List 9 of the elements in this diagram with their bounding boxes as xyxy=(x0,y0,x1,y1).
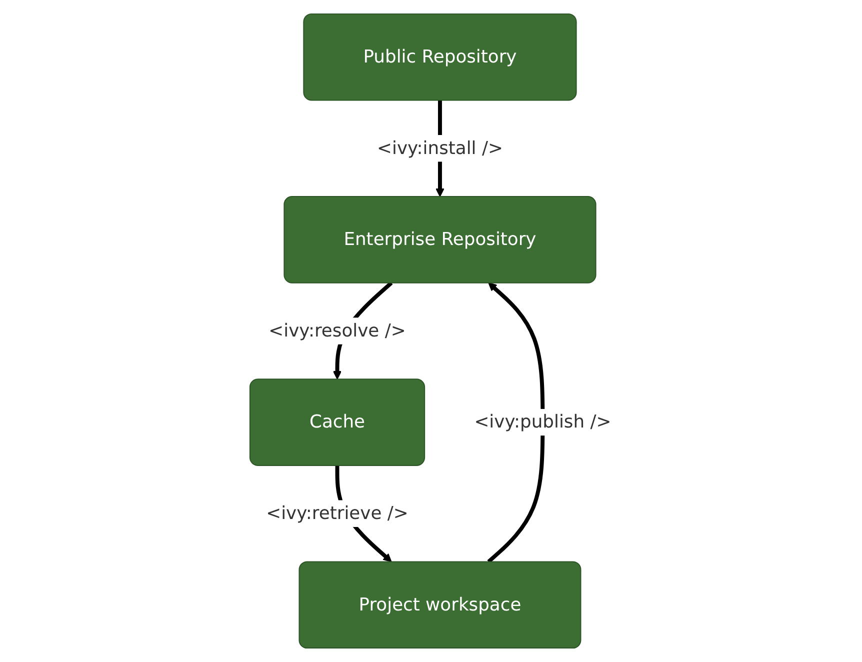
edge-label: <ivy:install /> xyxy=(377,138,504,159)
node-box: Enterprise Repository xyxy=(284,196,597,284)
node-box: Project workspace xyxy=(299,561,582,649)
edge-label: <ivy:resolve /> xyxy=(269,320,406,342)
node-box: Cache xyxy=(250,378,426,466)
arrow xyxy=(488,282,546,564)
node-box: Public Repository xyxy=(304,13,578,101)
edge-label: <ivy:publish /> xyxy=(474,412,612,433)
edge-label: <ivy:retrieve /> xyxy=(266,503,409,524)
